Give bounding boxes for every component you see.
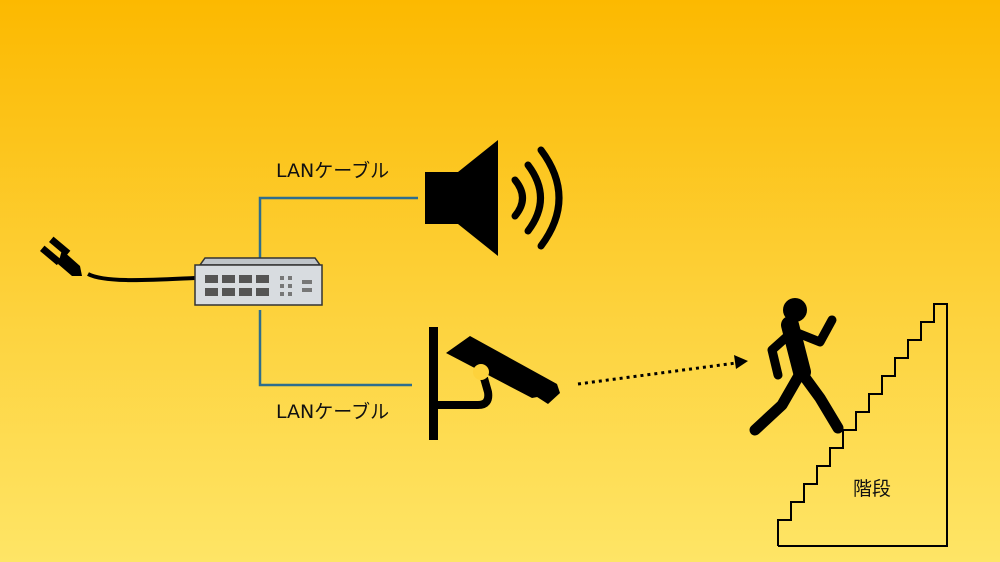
running-person-icon [749,298,844,436]
security-camera-icon [429,327,560,440]
network-switch-icon [194,257,323,306]
power-plug-icon [40,236,196,283]
detection-arrow [577,355,748,386]
stairs-label: 階段 [853,478,892,500]
staircase-icon [777,303,948,547]
lan-cable-label-bottom: LANケーブル [276,401,390,423]
lan-cable-to-speaker [258,196,418,258]
lan-cable-to-camera [258,310,412,387]
lan-cable-label-top: LANケーブル [276,160,390,182]
lan-cables [258,196,418,387]
speaker-icon [425,140,563,256]
